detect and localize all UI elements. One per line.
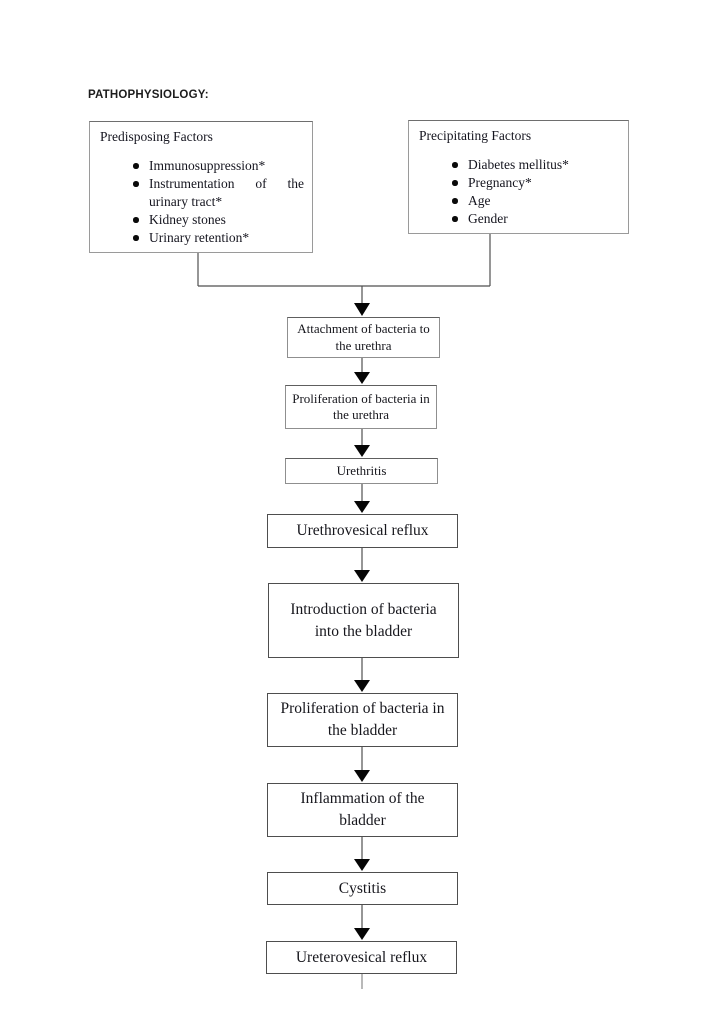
arrowhead-2-icon xyxy=(354,445,370,457)
predisposing-factors-box: Predisposing Factors Immunosuppression*I… xyxy=(89,121,313,253)
page-title: PATHOPHYSIOLOGY: xyxy=(88,89,209,101)
arrowhead-7-icon xyxy=(354,859,370,871)
factor-list-item: Gender xyxy=(450,210,620,228)
factor-list-item: Pregnancy* xyxy=(450,174,620,192)
factor-list-item: Age xyxy=(450,192,620,210)
flow-step-introduction-bacteria-bladder: Introduction of bacteria into the bladde… xyxy=(268,583,459,658)
arrowhead-6-icon xyxy=(354,770,370,782)
flow-step-ureterovesical-reflux: Ureterovesical reflux xyxy=(266,941,457,974)
flow-step-label: Ureterovesical reflux xyxy=(295,948,428,966)
flow-step-urethrovesical-reflux: Urethrovesical reflux xyxy=(267,514,458,548)
flow-step-urethritis: Urethritis xyxy=(285,458,438,484)
arrowhead-5-icon xyxy=(354,680,370,692)
arrowhead-4-icon xyxy=(354,570,370,582)
flow-step-label: Attachment of bacteria to the urethra xyxy=(297,321,430,353)
flow-step-label: Cystitis xyxy=(338,879,387,897)
flow-step-label: Introduction of bacteria into the bladde… xyxy=(290,600,437,640)
flow-step-label: Urethritis xyxy=(336,462,387,478)
predisposing-factors-list: Immunosuppression*Instrumentation of the… xyxy=(131,157,304,247)
flow-step-label: Inflammation of the bladder xyxy=(300,790,425,829)
flow-step-label: Proliferation of bacteria in the bladder xyxy=(280,700,445,739)
flow-step-label: Urethrovesical reflux xyxy=(296,522,429,539)
flow-step-inflammation-bladder: Inflammation of the bladder xyxy=(267,783,458,837)
arrowhead-merge-icon xyxy=(354,303,370,316)
arrowhead-3-icon xyxy=(354,501,370,513)
factor-list-item: Kidney stones xyxy=(131,211,304,229)
flow-step-proliferation-bladder: Proliferation of bacteria in the bladder xyxy=(267,693,458,747)
precipitating-factors-heading: Precipitating Factors xyxy=(419,128,532,143)
flow-step-label: Proliferation of bacteria in the urethra xyxy=(292,390,430,423)
factor-list-item: Immunosuppression* xyxy=(131,157,304,175)
arrowhead-8-icon xyxy=(354,928,370,940)
flow-step-proliferation-urethra: Proliferation of bacteria in the urethra xyxy=(285,385,437,429)
flow-step-cystitis: Cystitis xyxy=(267,872,458,905)
predisposing-factors-heading: Predisposing Factors xyxy=(100,129,213,144)
factor-list-item: Urinary retention* xyxy=(131,229,304,247)
precipitating-factors-box: Precipitating Factors Diabetes mellitus*… xyxy=(408,120,629,234)
factor-list-item: Instrumentation of the urinary tract* xyxy=(131,175,304,211)
factor-list-item: Diabetes mellitus* xyxy=(450,156,620,174)
flow-step-attachment-bacteria-urethra: Attachment of bacteria to the urethra xyxy=(287,317,440,358)
arrowhead-1-icon xyxy=(354,372,370,384)
